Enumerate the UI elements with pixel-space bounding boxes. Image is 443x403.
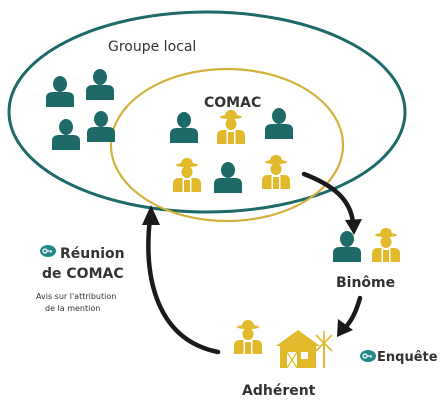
avis-label: Avis sur l'attribution <box>36 292 116 301</box>
arrowhead <box>345 219 362 235</box>
comac-ellipse <box>109 67 345 223</box>
comac-label: COMAC <box>204 95 261 111</box>
windmill-icon <box>315 331 333 368</box>
adherent-group <box>233 319 333 369</box>
arrowhead <box>142 205 160 225</box>
groupe-local-label: Groupe local <box>108 39 196 55</box>
reunion-label: Réunion <box>60 246 125 262</box>
farmer-icon <box>233 319 263 355</box>
farmer-icon <box>172 157 202 193</box>
arrow-comac-to-binome <box>301 171 356 225</box>
farmer-icon <box>216 109 246 145</box>
farmer-icon <box>261 154 291 190</box>
person-icon <box>214 162 242 193</box>
arrowhead <box>337 319 353 337</box>
person-icon <box>170 112 198 143</box>
binome-label: Binôme <box>336 275 395 291</box>
person-icon <box>86 69 114 100</box>
person-icon <box>46 76 74 107</box>
avis-label-line2: de la mention <box>45 304 100 313</box>
person-icon <box>52 119 80 150</box>
farmer-icon <box>371 227 401 263</box>
arrow-binome-to-adherent <box>342 295 363 331</box>
adherent-label: Adhérent <box>242 383 316 399</box>
person-icon <box>87 111 115 142</box>
arrow-adherent-to-comac <box>146 215 221 355</box>
comac-members <box>170 108 293 193</box>
key-badge-icon <box>359 349 377 363</box>
groupe-local-people <box>46 69 115 150</box>
reunion-label-line2: de COMAC <box>42 266 124 282</box>
groupe-local-ellipse <box>7 10 407 214</box>
enquete-label: Enquête <box>377 350 438 365</box>
binome-group <box>333 227 401 263</box>
person-icon <box>333 231 361 262</box>
key-badge-icon <box>39 244 57 258</box>
person-icon <box>265 108 293 139</box>
barn-icon <box>276 330 320 369</box>
